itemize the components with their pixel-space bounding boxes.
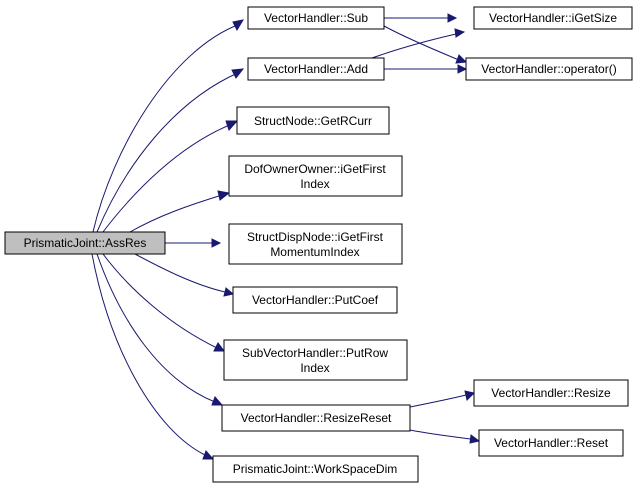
node-vectorhandler-reset[interactable]: VectorHandler::Reset [478, 429, 624, 457]
node-label: VectorHandler::PutCoef [252, 293, 379, 307]
node-vectorhandler-igetsize[interactable]: VectorHandler::iGetSize [473, 6, 633, 30]
edge-resizereset-resize [409, 390, 475, 408]
edge-assres-putcoef [134, 253, 235, 297]
edge-resizereset-reset [409, 429, 481, 444]
edge-sub-operator [383, 25, 468, 64]
edge-assres-resizereset [96, 253, 224, 406]
node-label: StructNode::GetRCurr [254, 114, 372, 128]
node-label: PrismaticJoint::WorkSpaceDim [233, 462, 397, 476]
node-label: VectorHandler::operator() [481, 62, 616, 76]
node-vectorhandler-add[interactable]: VectorHandler::Add [247, 57, 385, 81]
node-structdispnode-igetfirstmomentumindex[interactable]: StructDispNode::iGetFirst MomentumIndex [228, 223, 403, 265]
edge-assres-sub [92, 19, 245, 233]
node-vectorhandler-operator[interactable]: VectorHandler::operator() [465, 57, 633, 81]
node-vectorhandler-resize[interactable]: VectorHandler::Resize [473, 379, 629, 407]
edge-assres-getrcurr [102, 120, 239, 233]
node-label: VectorHandler::Sub [264, 11, 368, 25]
node-vectorhandler-putcoef[interactable]: VectorHandler::PutCoef [232, 286, 398, 314]
node-label: VectorHandler::Reset [494, 436, 609, 450]
node-prismaticjoint-assres[interactable]: PrismaticJoint::AssRes [4, 231, 166, 255]
edge-assres-structdisp [165, 238, 222, 248]
edge-assres-putrow [102, 253, 225, 352]
node-dofownerowner-igetfirstindex[interactable]: DofOwnerOwner::iGetFirst Index [228, 155, 403, 197]
node-label: VectorHandler::ResizeReset [241, 411, 392, 425]
node-subvectorhandler-putrowindex[interactable]: SubVectorHandler::PutRow Index [223, 339, 408, 381]
node-label: VectorHandler::iGetSize [489, 11, 617, 25]
edge-add-igetsize [371, 28, 466, 59]
edge-add-operator [384, 64, 468, 74]
node-label-line1: DofOwnerOwner::iGetFirst [244, 162, 386, 176]
edge-assres-add [96, 68, 245, 233]
node-label-line2: Index [300, 177, 329, 191]
edge-sub-igetsize [384, 13, 458, 23]
edge-assres-workspacedim [91, 253, 215, 460]
node-label-line1: StructDispNode::iGetFirst [247, 230, 384, 244]
node-label-line1: SubVectorHandler::PutRow [242, 346, 388, 360]
node-structnode-getrcurr[interactable]: StructNode::GetRCurr [236, 106, 390, 135]
node-vectorhandler-sub[interactable]: VectorHandler::Sub [247, 6, 385, 30]
node-label: PrismaticJoint::AssRes [24, 236, 147, 250]
node-prismaticjoint-workspacedim[interactable]: PrismaticJoint::WorkSpaceDim [212, 455, 419, 483]
edge-assres-dofowner [129, 190, 231, 233]
node-label: VectorHandler::Add [264, 62, 368, 76]
node-label-line2: Index [300, 361, 329, 375]
node-vectorhandler-resizereset[interactable]: VectorHandler::ResizeReset [221, 404, 411, 432]
node-label: VectorHandler::Resize [491, 386, 611, 400]
node-label-line2: MomentumIndex [270, 245, 359, 259]
